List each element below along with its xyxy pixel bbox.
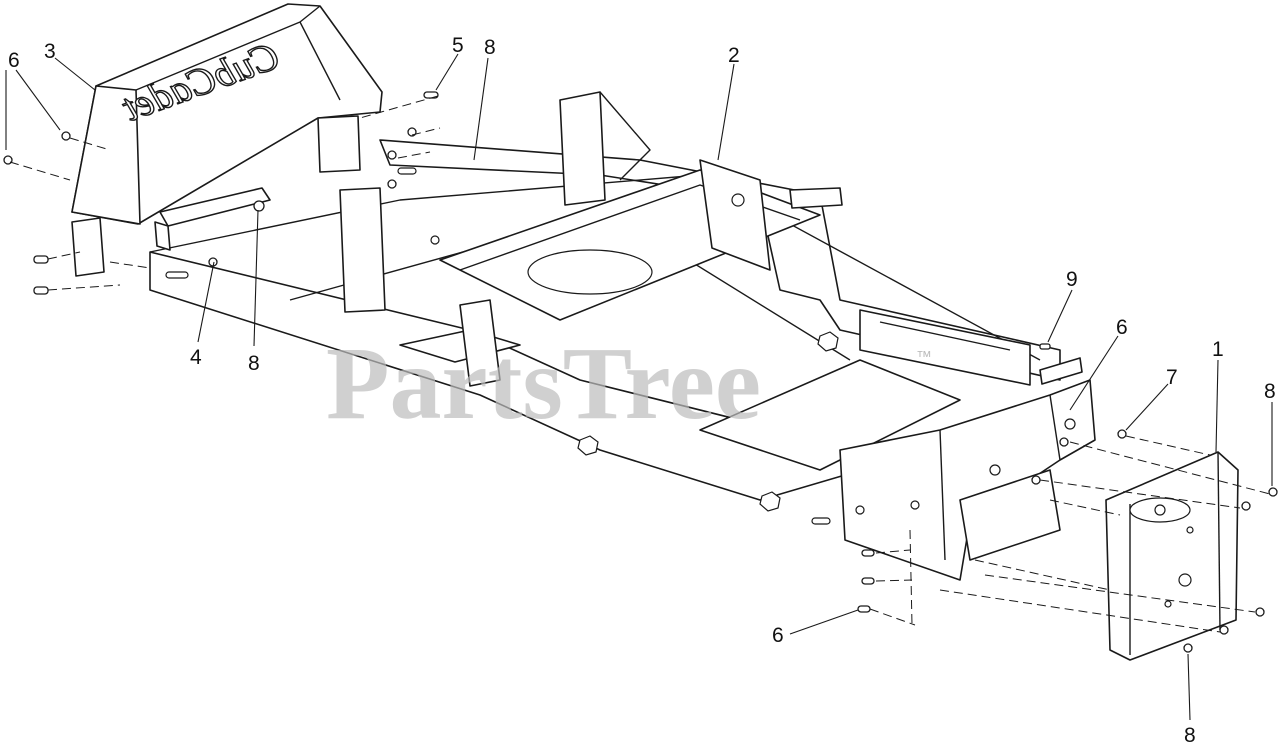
bolt[interactable] xyxy=(33,255,49,264)
frame-slot xyxy=(165,271,189,279)
rear-fender-panel[interactable]: CubCadet xyxy=(71,3,383,225)
callout-labels: 1 2 3 4 5 6 6 6 7 8 8 8 8 9 xyxy=(8,34,1276,747)
nut[interactable] xyxy=(1117,429,1127,439)
nut[interactable] xyxy=(1183,643,1193,653)
callout-8-top: 8 xyxy=(484,36,496,59)
nut[interactable] xyxy=(1031,475,1041,485)
front-plate[interactable] xyxy=(1105,451,1239,661)
watermark-trademark: ™ xyxy=(916,349,932,366)
bolt[interactable] xyxy=(861,549,875,557)
callout-5: 5 xyxy=(452,34,464,57)
callout-6-rear: 6 xyxy=(8,49,20,72)
callout-6-bottom: 6 xyxy=(772,624,784,647)
nut[interactable] xyxy=(253,200,265,212)
frame-hole xyxy=(989,464,1001,476)
callout-2: 2 xyxy=(728,44,740,67)
center-opening xyxy=(527,249,653,295)
frame-hole xyxy=(910,500,920,510)
callout-8-bottom: 8 xyxy=(1184,724,1196,747)
callout-8-rear: 8 xyxy=(248,352,260,375)
callout-8-right: 8 xyxy=(1264,380,1276,403)
nut[interactable] xyxy=(387,150,397,160)
frame-hole xyxy=(1064,418,1076,430)
bolt[interactable] xyxy=(33,286,49,295)
bolt[interactable] xyxy=(1039,343,1051,350)
nut[interactable] xyxy=(387,179,397,189)
leader-lines xyxy=(5,53,1273,721)
callout-9: 9 xyxy=(1066,268,1078,291)
rear-mount-plate xyxy=(71,115,361,277)
alignment-lines xyxy=(9,95,1271,633)
bolt[interactable] xyxy=(861,577,875,585)
frame-hex-hole xyxy=(577,435,599,456)
nut[interactable] xyxy=(1241,501,1251,511)
callout-3: 3 xyxy=(44,40,56,63)
callout-6-front: 6 xyxy=(1116,316,1128,339)
frame-hole xyxy=(430,235,440,245)
bolt[interactable] xyxy=(3,155,13,165)
callout-7: 7 xyxy=(1166,366,1178,389)
bolt[interactable] xyxy=(61,131,71,141)
front-plate-hole xyxy=(1164,600,1172,608)
front-plate-hole xyxy=(1154,504,1166,516)
frame-hole xyxy=(855,505,865,515)
frame-slot xyxy=(397,167,417,175)
callout-4: 4 xyxy=(190,346,202,369)
frame-hex-hole xyxy=(759,491,781,512)
front-plate-hole xyxy=(1186,526,1194,534)
front-plate-hole xyxy=(1178,573,1192,587)
callout-1: 1 xyxy=(1212,338,1224,361)
nut[interactable] xyxy=(1268,487,1278,497)
frame-hole xyxy=(731,193,745,207)
nut[interactable] xyxy=(1219,625,1229,635)
frame-slot xyxy=(811,517,831,525)
rear-bracket[interactable] xyxy=(154,187,271,251)
parts-tree-watermark: PartsTree xyxy=(326,326,761,441)
bolt[interactable] xyxy=(857,605,871,613)
nut[interactable] xyxy=(1255,607,1265,617)
nut[interactable] xyxy=(1059,437,1069,447)
frame-hex-hole xyxy=(817,331,839,352)
main-frame[interactable] xyxy=(149,91,1096,581)
